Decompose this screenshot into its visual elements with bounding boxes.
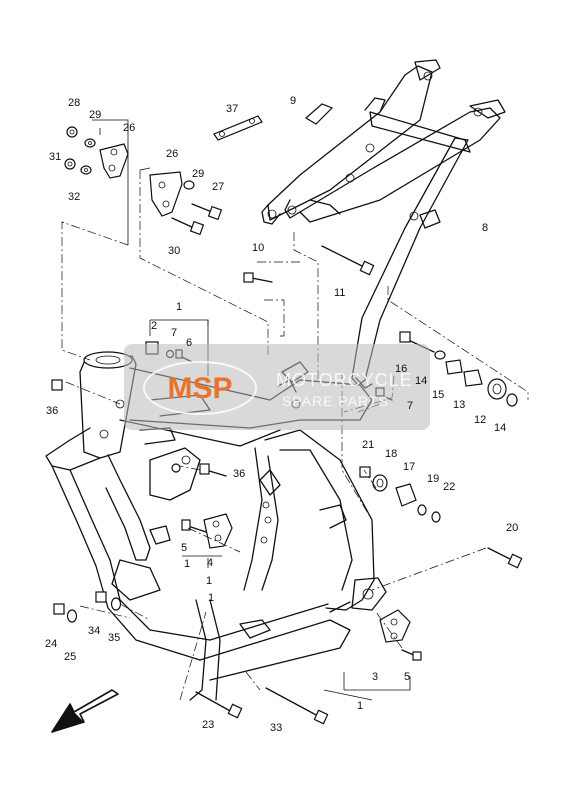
label-5: 5 [181,542,187,554]
label-29: 29 [192,168,204,180]
label-24: 24 [45,638,57,650]
label-1: 1 [184,558,190,570]
label-20: 20 [506,522,518,534]
label-35: 35 [108,632,120,644]
watermark-line1: MOTORCYCLE [276,370,413,390]
label-15: 15 [432,389,444,401]
label-16: 16 [395,363,407,375]
label-27: 27 [212,181,224,193]
rear-subframe [261,59,506,389]
watermark-line2: SPARE PARTS [282,393,389,409]
label-1: 1 [208,592,214,604]
label-32: 32 [68,191,80,203]
label-22: 22 [443,481,455,493]
watermark-logo: MSP [167,372,232,405]
label-5: 5 [404,671,410,683]
label-19: 19 [427,473,439,485]
engine-mount-plate-3 [379,609,411,643]
label-11: 11 [334,287,345,299]
label-36: 36 [46,405,58,417]
label-29: 29 [89,109,101,121]
watermark-panel [124,344,430,430]
label-3: 3 [372,671,378,683]
label-14: 14 [415,375,427,387]
label-6: 6 [186,337,192,349]
label-14: 14 [494,422,506,434]
part-labels: 28 29 26 31 32 26 29 27 30 37 9 8 10 11 … [45,95,518,734]
label-26: 26 [123,122,135,134]
label-4: 4 [207,557,213,569]
label-1: 1 [206,575,212,587]
label-31: 31 [49,151,61,163]
label-30: 30 [168,245,180,257]
label-34: 34 [88,625,100,637]
label-26: 26 [166,148,178,160]
label-13: 13 [453,399,465,411]
engine-mount-bracket-26-upper [99,143,129,179]
watermark: MSP MOTORCYCLE SPARE PARTS [124,344,430,430]
label-8: 8 [482,222,488,234]
label-1: 1 [357,700,363,712]
label-23: 23 [202,719,214,731]
label-9: 9 [290,95,296,107]
label-2: 2 [151,320,157,332]
front-direction-arrow [51,689,119,733]
label-37: 37 [226,103,238,115]
label-21: 21 [362,439,374,451]
label-7: 7 [407,400,413,412]
label-18: 18 [385,448,397,460]
label-7: 7 [171,327,177,339]
part-9-pad [304,103,334,125]
label-12: 12 [474,414,486,426]
label-36: 36 [233,468,245,480]
engine-mount-plate-4 [203,513,233,549]
label-17: 17 [403,461,415,473]
engine-mount-bracket-26-lower [149,171,183,217]
label-33: 33 [270,722,282,734]
label-10: 10 [252,242,264,254]
label-28: 28 [68,97,80,109]
label-1: 1 [176,301,182,313]
label-25: 25 [64,651,76,663]
watermark-logo-ring [143,361,257,415]
